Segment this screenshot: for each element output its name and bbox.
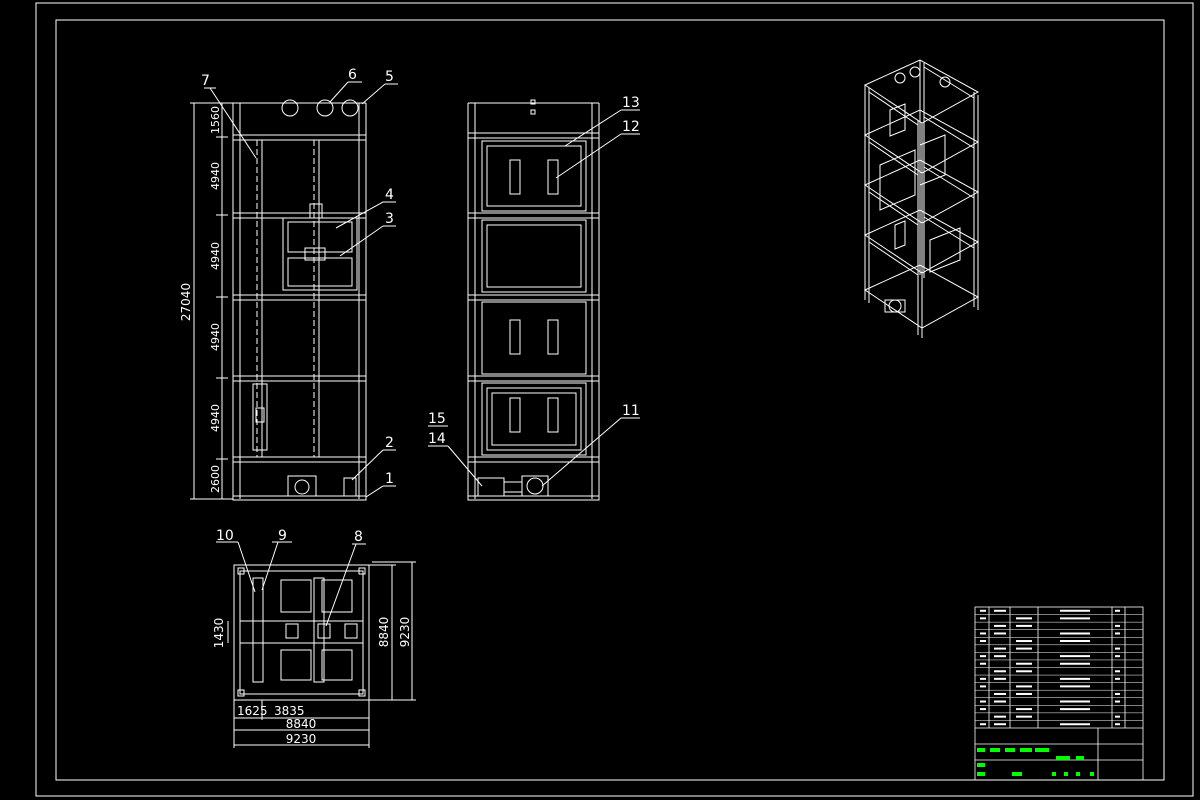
callout-5: 5	[385, 69, 394, 85]
callout-2: 2	[385, 435, 394, 451]
inner-border	[55, 19, 1165, 781]
front-view	[190, 81, 398, 501]
front-dim-6: 2600	[209, 465, 222, 493]
title-block-rows	[975, 609, 1143, 726]
callout-3: 3	[385, 211, 394, 227]
front-dim-4: 4940	[209, 323, 222, 351]
plan-dim-bottom-inner: 8840	[286, 717, 317, 731]
front-dim-1: 1560	[209, 106, 222, 134]
plan-dim-right-outer: 9230	[398, 617, 412, 648]
callout-14: 14	[428, 431, 446, 447]
plan-view	[216, 541, 416, 748]
callout-6: 6	[348, 67, 357, 83]
plan-dim-right-inner: 8840	[377, 617, 391, 648]
plan-dim-bottom-a: 1625	[237, 704, 268, 718]
callout-1: 1	[385, 471, 394, 487]
title-block-highlights	[977, 748, 1094, 776]
front-total-height: 27040	[179, 283, 193, 321]
callout-13: 13	[622, 95, 640, 111]
isometric-view	[863, 59, 980, 338]
callout-9: 9	[278, 528, 287, 544]
plan-dim-bottom-b: 3835	[274, 704, 305, 718]
callout-8: 8	[354, 529, 363, 545]
front-dim-3: 4940	[209, 242, 222, 270]
callout-10: 10	[216, 528, 234, 544]
side-view	[428, 99, 640, 501]
outer-border	[35, 2, 1194, 797]
front-dim-2: 4940	[209, 162, 222, 190]
callout-4: 4	[385, 187, 394, 203]
callout-7: 7	[201, 73, 210, 89]
plan-dim-bottom-outer: 9230	[286, 732, 317, 746]
callout-11: 11	[622, 403, 640, 419]
front-dim-5: 4940	[209, 404, 222, 432]
callout-12: 12	[622, 119, 640, 135]
callout-15: 15	[428, 411, 446, 427]
plan-dim-left: 1430	[212, 618, 226, 649]
